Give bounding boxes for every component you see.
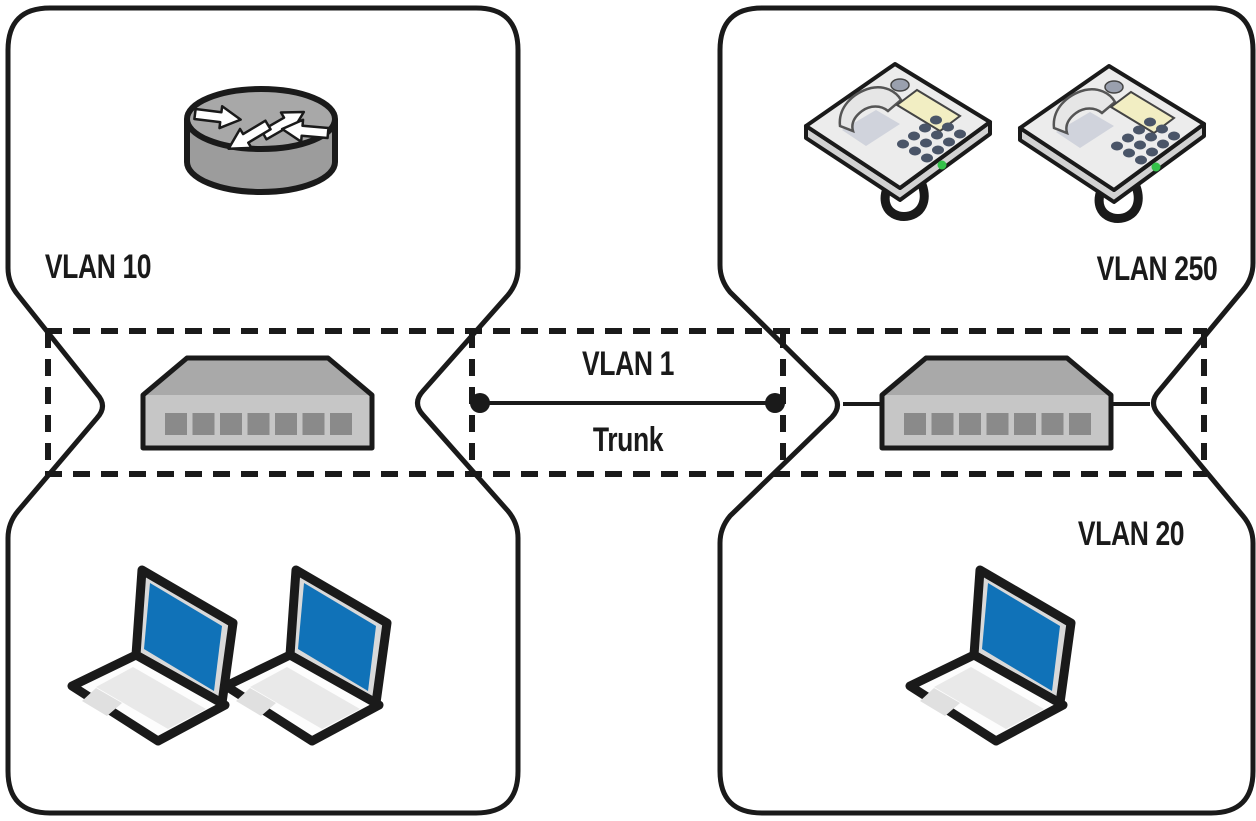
vlan250-label: VLAN 250 xyxy=(1096,250,1218,288)
trunk-link xyxy=(470,393,785,413)
vlan20-label: VLAN 20 xyxy=(1077,515,1185,553)
right-switch-icon xyxy=(882,358,1111,448)
trunk-label: Trunk xyxy=(592,421,664,459)
vlan10-label: VLAN 10 xyxy=(44,248,152,286)
left-switch-icon xyxy=(143,358,372,448)
trunk-endpoint-dot xyxy=(470,393,490,413)
trunk-endpoint-dot xyxy=(765,393,785,413)
router-icon xyxy=(187,89,335,192)
vlan1-label: VLAN 1 xyxy=(582,345,674,383)
